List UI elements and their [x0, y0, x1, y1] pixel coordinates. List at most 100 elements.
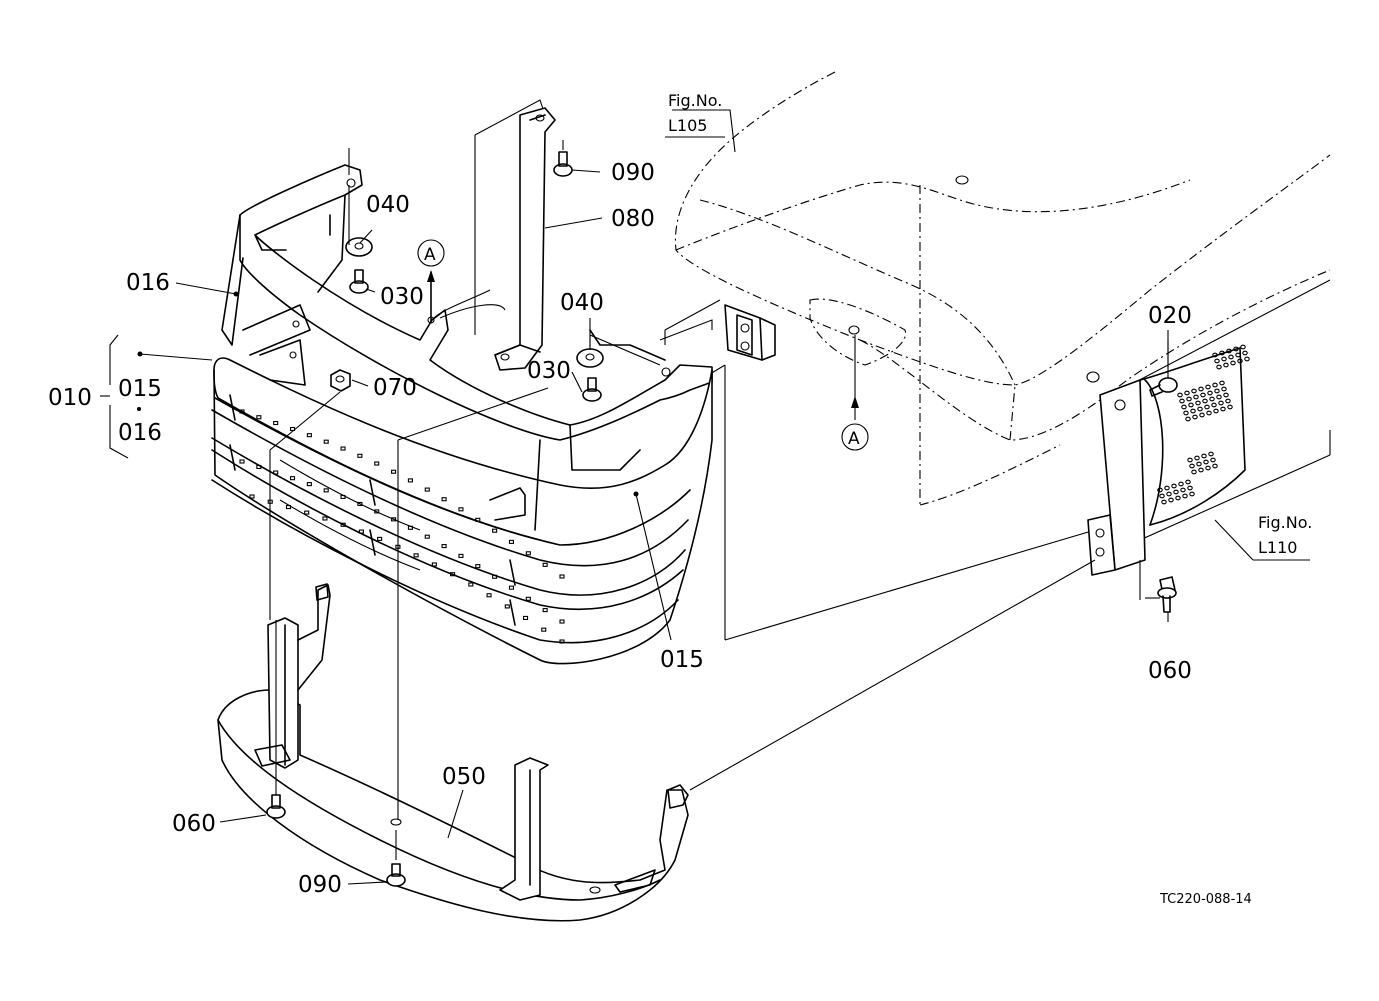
louver-hole	[304, 510, 310, 515]
louver-hole	[508, 585, 515, 590]
vent-hole	[1189, 491, 1195, 497]
louver-hole	[431, 562, 437, 567]
vent-hole	[1228, 354, 1234, 360]
vent-hole	[1166, 491, 1172, 497]
vent-hole	[1198, 467, 1204, 473]
vent-hole	[1183, 410, 1189, 416]
louver-hole	[475, 564, 481, 569]
vent-hole	[1187, 485, 1193, 491]
louver-hole	[541, 627, 547, 632]
label-040-top: 040	[366, 192, 410, 218]
vent-hole	[1193, 394, 1199, 400]
louver-hole	[322, 516, 328, 521]
louver-hole	[458, 507, 464, 512]
bolt-030-left	[349, 269, 369, 294]
label-060-right: 060	[1148, 658, 1192, 684]
grille-015	[211, 357, 713, 665]
label-010: 010	[48, 385, 92, 411]
louver-hole	[492, 574, 498, 579]
side-panel	[1087, 344, 1250, 600]
vent-hole	[1199, 412, 1205, 418]
marker-a-top: A	[417, 239, 445, 267]
louver-hole	[391, 517, 397, 522]
louver-hole	[323, 488, 329, 493]
vent-hole	[1177, 392, 1183, 398]
vent-hole	[1230, 360, 1236, 366]
bonnet-hinge	[724, 304, 776, 361]
vent-hole	[1202, 398, 1208, 404]
louver-hole	[424, 487, 430, 492]
vent-hole	[1244, 356, 1250, 362]
louver-hole	[273, 420, 279, 426]
vent-hole	[1227, 404, 1233, 410]
vent-hole	[1197, 406, 1203, 412]
louver-hole	[306, 433, 312, 438]
label-015: 015	[660, 647, 704, 673]
louver-hole	[441, 497, 447, 502]
vent-hole	[1216, 394, 1222, 400]
vent-hole	[1240, 344, 1246, 350]
group-bracket-010	[100, 334, 141, 459]
label-015-group: 015	[118, 376, 162, 402]
label-090-bottom: 090	[298, 872, 342, 898]
vent-hole	[1214, 358, 1220, 364]
part-labels: 010 015 016 016 040 030 090 080 040 030 …	[48, 160, 1192, 898]
vent-hole	[1233, 346, 1239, 352]
louver-hole	[239, 409, 245, 414]
louver-hole	[441, 544, 447, 549]
bonnet-outline	[674, 71, 1331, 506]
body-panel-lines	[664, 279, 1331, 641]
fig-ref-l110-number: L110	[1258, 538, 1297, 557]
louver-hole	[374, 509, 380, 514]
vent-hole	[1207, 390, 1213, 396]
vent-hole	[1180, 487, 1186, 493]
vent-hole	[1161, 499, 1167, 505]
louver-hole	[458, 553, 464, 558]
vent-hole	[1204, 404, 1210, 410]
louver-holes	[239, 409, 565, 644]
louver-hole	[424, 534, 430, 539]
bolt-030-right	[582, 377, 602, 402]
vent-hole	[1191, 388, 1197, 394]
label-030-right: 030	[527, 358, 571, 384]
bracket-080	[474, 99, 556, 371]
vent-hole	[1212, 352, 1218, 358]
label-070: 070	[373, 375, 417, 401]
louver-hole	[413, 553, 419, 558]
louver-hole	[542, 562, 548, 567]
fig-ref-l110: Fig.No. L110	[1258, 513, 1312, 557]
label-016-group: 016	[118, 420, 162, 446]
louver-hole	[249, 494, 255, 499]
vent-hole	[1221, 356, 1227, 362]
louver-hole	[391, 469, 397, 474]
louver-hole	[407, 478, 413, 483]
vent-hole	[1191, 469, 1197, 475]
vent-hole	[1181, 404, 1187, 410]
vent-hole	[1171, 483, 1177, 489]
louver-hole	[559, 619, 565, 624]
bolt-060-left	[266, 794, 286, 819]
vent-hole	[1200, 392, 1206, 398]
vent-hole	[1188, 402, 1194, 408]
louver-hole	[377, 536, 383, 541]
louver-hole	[273, 470, 279, 475]
louver-hole	[525, 596, 531, 601]
vent-hole	[1205, 384, 1211, 390]
label-080: 080	[611, 206, 655, 232]
vent-hole	[1179, 398, 1185, 404]
vent-hole	[1212, 382, 1218, 388]
washer-040-top	[345, 237, 373, 257]
vent-hole	[1237, 358, 1243, 364]
fig-ref-l110-title: Fig.No.	[1258, 513, 1312, 532]
vent-hole	[1209, 396, 1215, 402]
louver-hole	[357, 453, 363, 458]
vent-hole	[1185, 416, 1191, 422]
washer-040-right	[576, 348, 604, 368]
marker-a-top-label: A	[424, 245, 436, 265]
vent-hole	[1221, 386, 1227, 392]
vent-hole	[1157, 487, 1163, 493]
vent-hole	[1211, 402, 1217, 408]
vent-hole	[1235, 352, 1241, 358]
louver-hole	[256, 464, 262, 470]
